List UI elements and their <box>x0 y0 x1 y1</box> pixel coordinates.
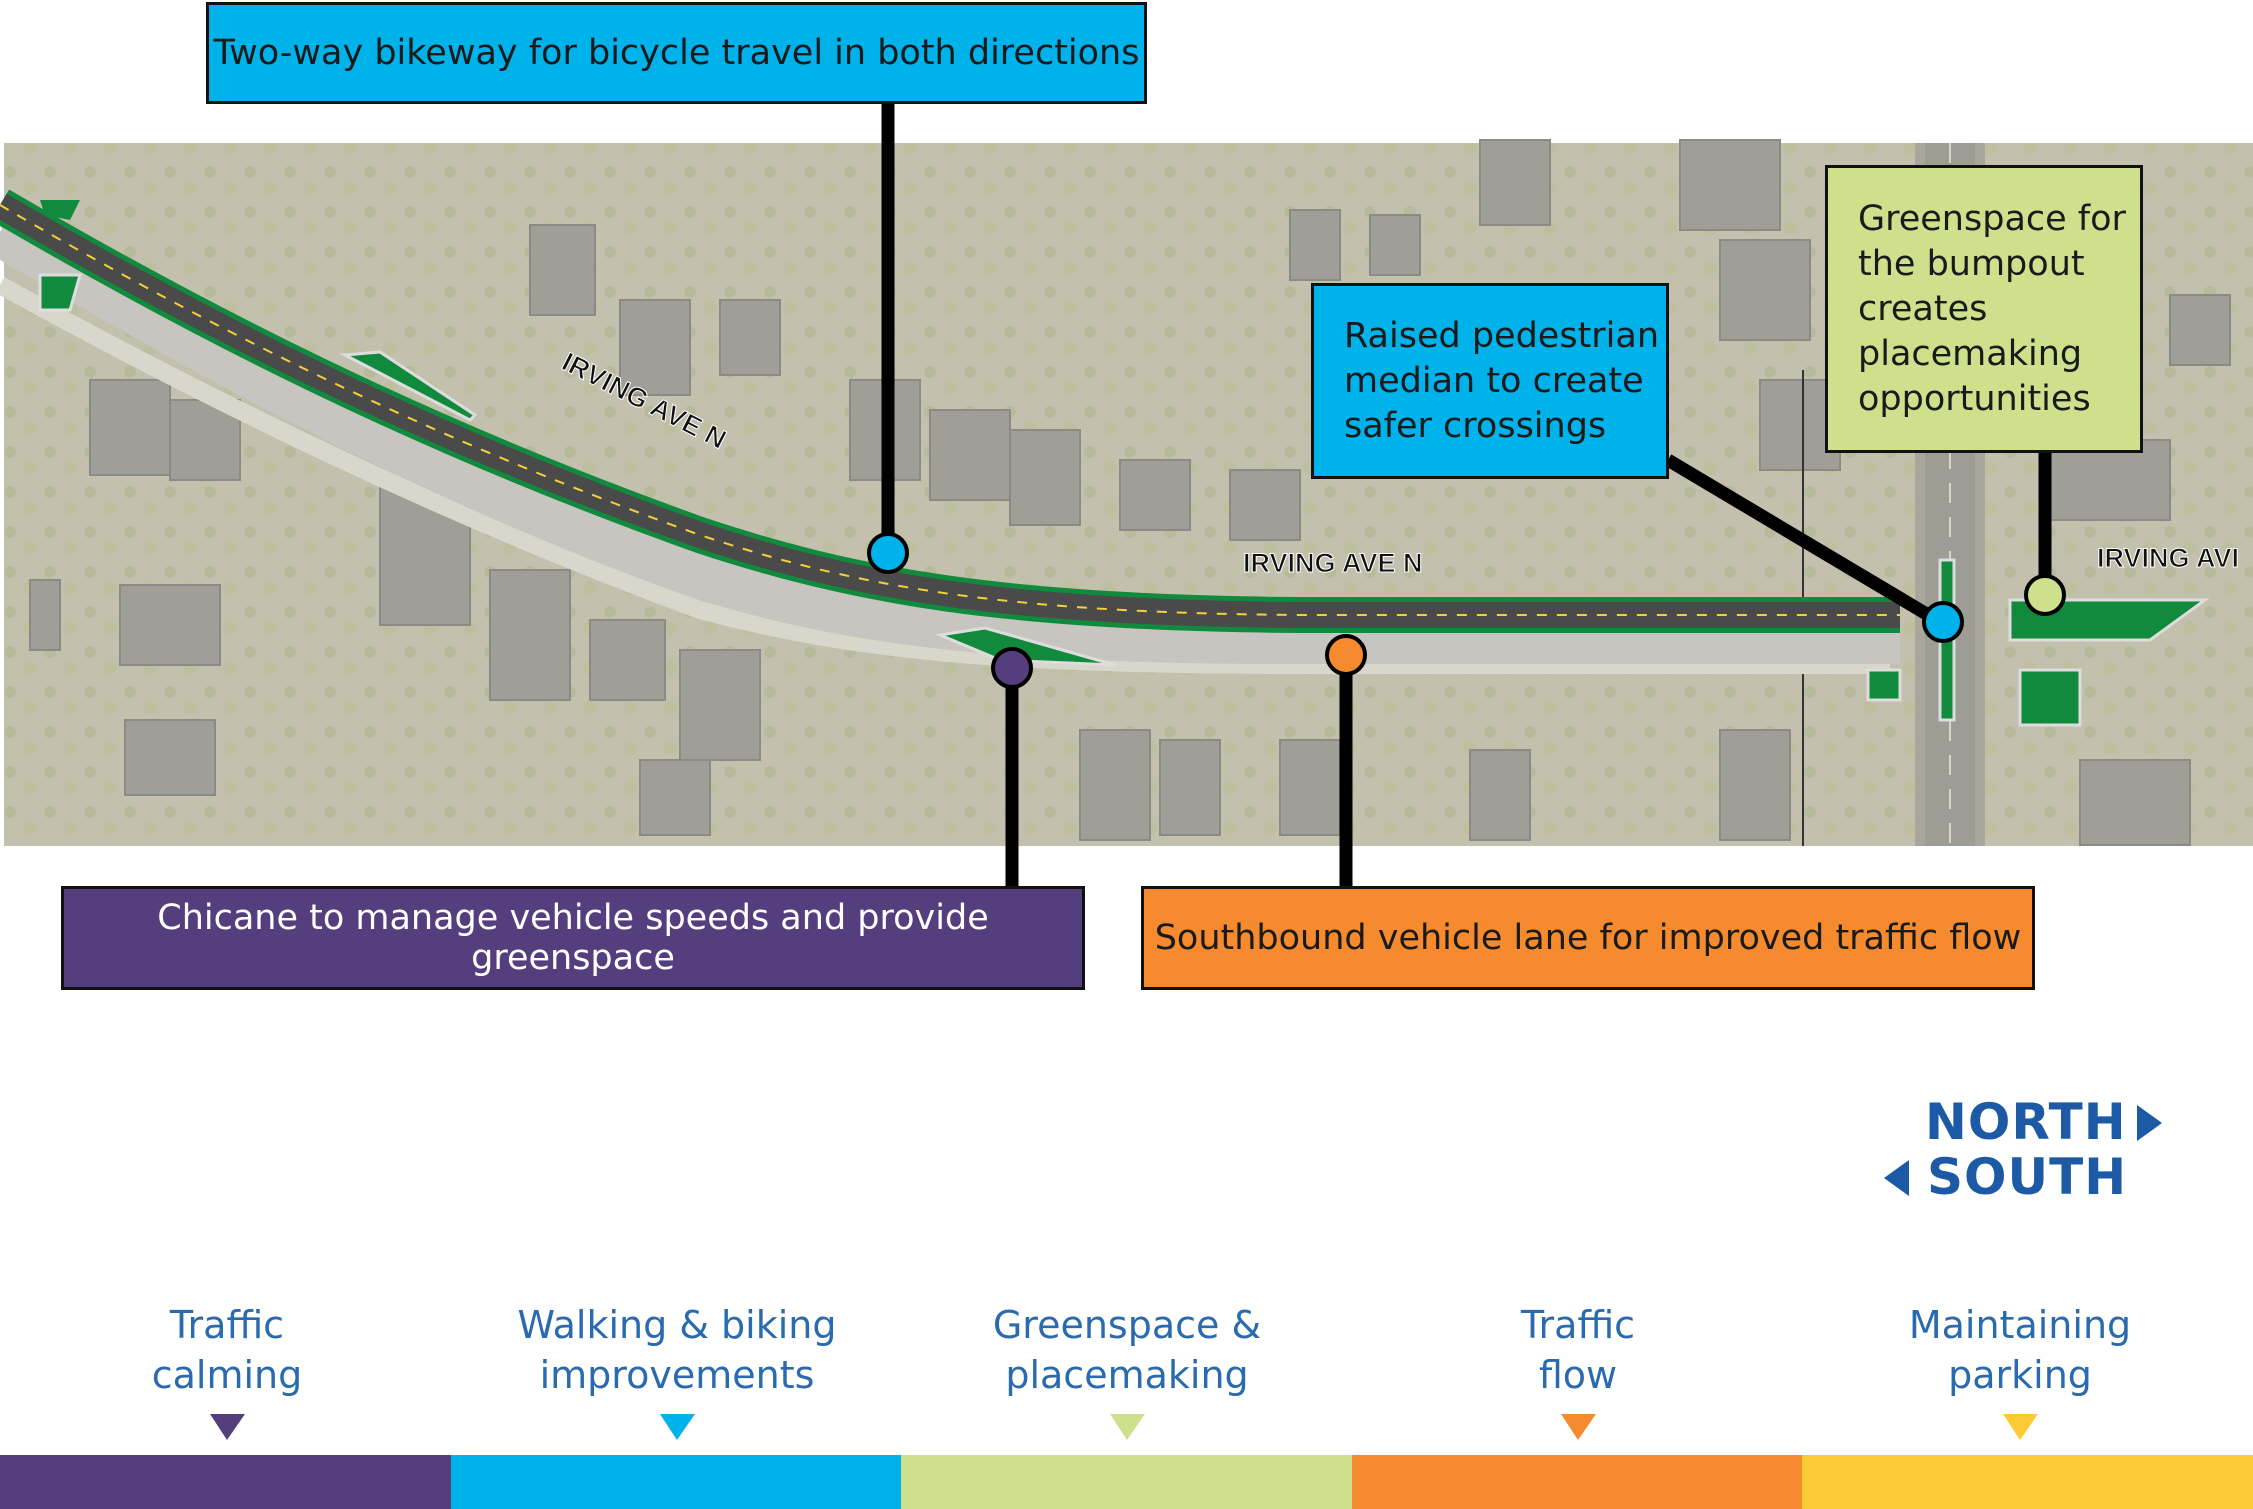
median-marker <box>1922 601 1964 643</box>
callout-bikeway: Two-way bikeway for bicycle travel in bo… <box>206 2 1147 104</box>
bar-traffic-calming <box>0 1455 451 1509</box>
pointer-parking <box>2003 1414 2038 1440</box>
category-label-traffic-flow: Traffic flow <box>1520 1303 1636 1397</box>
compass-north: NORTH <box>1925 1093 2127 1151</box>
house-rooftops <box>29 139 2231 846</box>
pointer-greenspace <box>1110 1414 1145 1440</box>
callout-chicane: Chicane to manage vehicle speeds and pro… <box>61 886 1085 990</box>
category-pointers <box>210 1414 2038 1440</box>
street-label-center: IRVING AVE N <box>1243 548 1423 578</box>
chicane-planter <box>339 350 478 422</box>
southbound-marker <box>1325 634 1367 676</box>
greenspace-marker <box>2024 574 2066 616</box>
category-label-traffic-calming: Traffic calming <box>151 1303 303 1397</box>
street-label-right: IRVING AVI <box>2097 543 2239 573</box>
bar-greenspace <box>901 1455 1352 1509</box>
callout-chicane-text: Chicane to manage vehicle speeds and pro… <box>157 898 989 978</box>
callout-greenspace: Greenspace for the bumpout creates place… <box>1825 165 2143 453</box>
compass-south: SOUTH <box>1927 1148 2128 1206</box>
bar-parking <box>1802 1455 2253 1509</box>
pointer-walking-biking <box>660 1414 695 1440</box>
vehicle-lane <box>0 211 1900 664</box>
callout-southbound-text: Southbound vehicle lane for improved tra… <box>1154 918 2022 958</box>
bar-walking-biking <box>451 1455 901 1509</box>
bikeway-marker <box>867 532 909 574</box>
chicane-planter <box>934 626 1116 667</box>
callout-southbound: Southbound vehicle lane for improved tra… <box>1141 886 2035 990</box>
category-bar <box>0 1455 2253 1509</box>
callout-median-text: Raised pedestrian median to create safer… <box>1344 315 1660 446</box>
category-label-walking-biking: Walking & biking improvements <box>517 1303 837 1397</box>
north-arrow-icon <box>2137 1105 2162 1141</box>
pointer-traffic-calming <box>210 1414 245 1440</box>
callout-greenspace-text: Greenspace for the bumpout creates place… <box>1858 198 2126 419</box>
bar-traffic-flow <box>1352 1455 1802 1509</box>
leader-dots <box>867 532 2066 689</box>
callout-bikeway-text: Two-way bikeway for bicycle travel in bo… <box>213 33 1140 73</box>
callout-median: Raised pedestrian median to create safer… <box>1311 283 1669 479</box>
category-label-parking: Maintaining parking <box>1908 1303 2132 1397</box>
chicane-marker <box>991 647 1033 689</box>
south-arrow-icon <box>1884 1160 1909 1196</box>
pointer-traffic-flow <box>1561 1414 1596 1440</box>
category-label-greenspace: Greenspace & placemaking <box>992 1303 1262 1397</box>
leader-lines <box>881 104 2052 886</box>
